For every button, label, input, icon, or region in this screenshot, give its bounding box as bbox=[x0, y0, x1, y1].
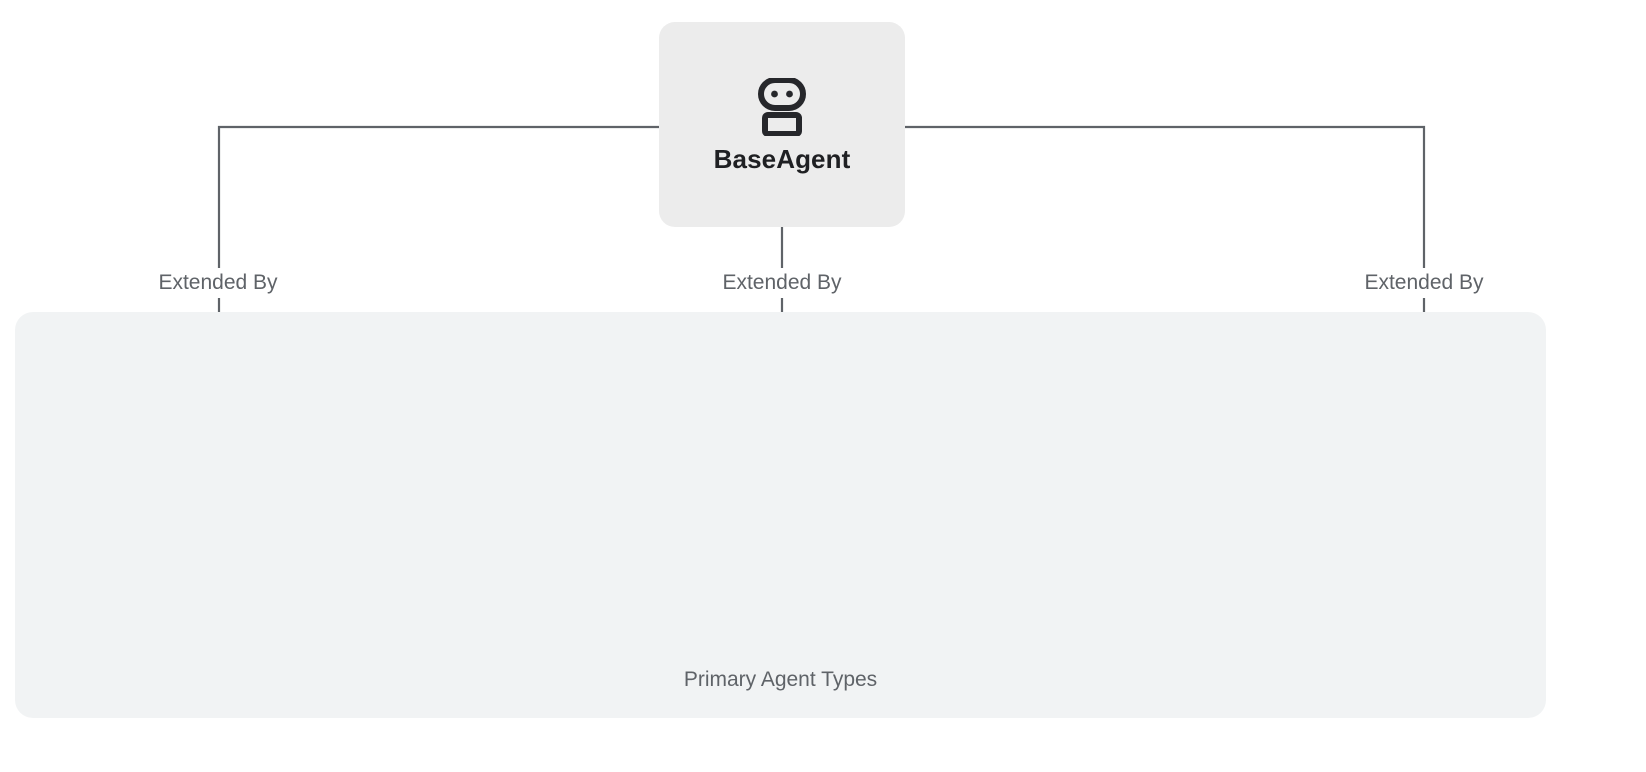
robot-icon bbox=[758, 77, 806, 136]
group-caption: Primary Agent Types bbox=[683, 667, 878, 691]
edge-label-left: Extended By bbox=[149, 268, 287, 299]
primary-agent-types-container: Primary Agent Types bbox=[15, 312, 1546, 718]
edge-label-right: Extended By bbox=[1355, 268, 1493, 299]
base-agent-label: BaseAgent bbox=[713, 143, 851, 174]
edge-label-center: Extended By bbox=[713, 268, 851, 299]
base-agent-node[interactable]: BaseAgent bbox=[659, 22, 905, 227]
